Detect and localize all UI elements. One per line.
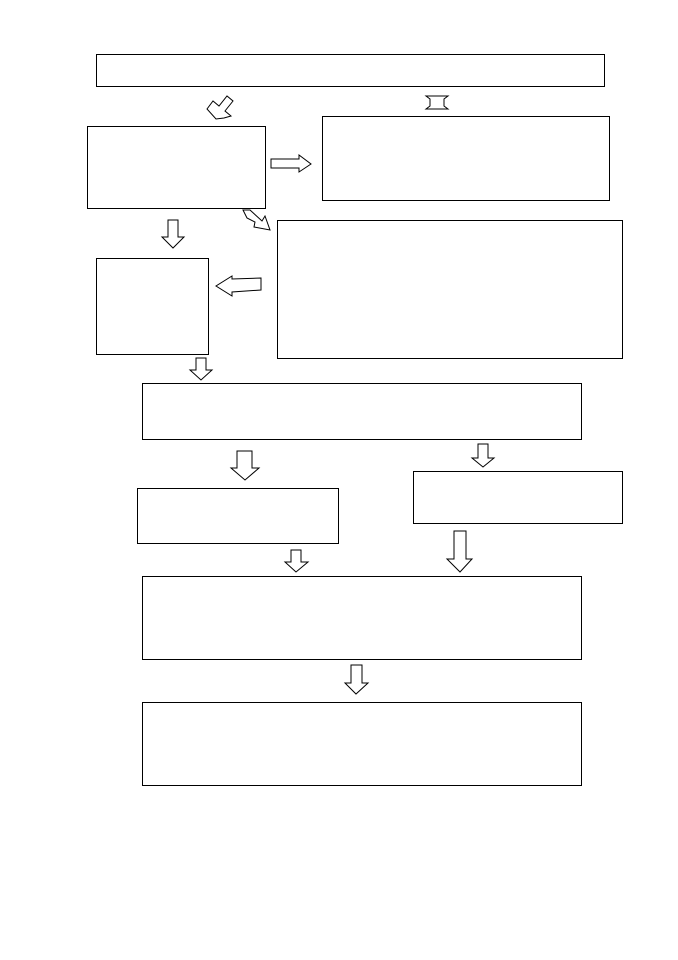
box-lower-left (137, 488, 339, 544)
arrow-down-icon (229, 450, 261, 481)
box-left-1 (87, 126, 266, 209)
box-left-2 (96, 258, 209, 355)
arrow-right-icon (270, 154, 312, 173)
arrow-diagonal-icon (206, 95, 234, 120)
arrow-down-icon (470, 443, 496, 468)
arrow-double-vertical-icon (424, 95, 450, 110)
arrow-down-icon (188, 357, 214, 381)
box-lower-right (413, 471, 623, 524)
arrow-down-icon (445, 530, 474, 573)
box-right-2 (277, 220, 623, 359)
box-top (96, 54, 605, 87)
box-middle (142, 383, 582, 440)
box-right-1 (322, 116, 610, 201)
arrow-left-icon (215, 275, 262, 297)
arrow-down-icon (283, 549, 310, 573)
arrow-down-icon (343, 664, 370, 695)
arrow-down-icon (160, 219, 186, 249)
box-bottom-2 (142, 702, 582, 786)
box-bottom-1 (142, 576, 582, 660)
arrow-diagonal-icon (242, 209, 271, 231)
